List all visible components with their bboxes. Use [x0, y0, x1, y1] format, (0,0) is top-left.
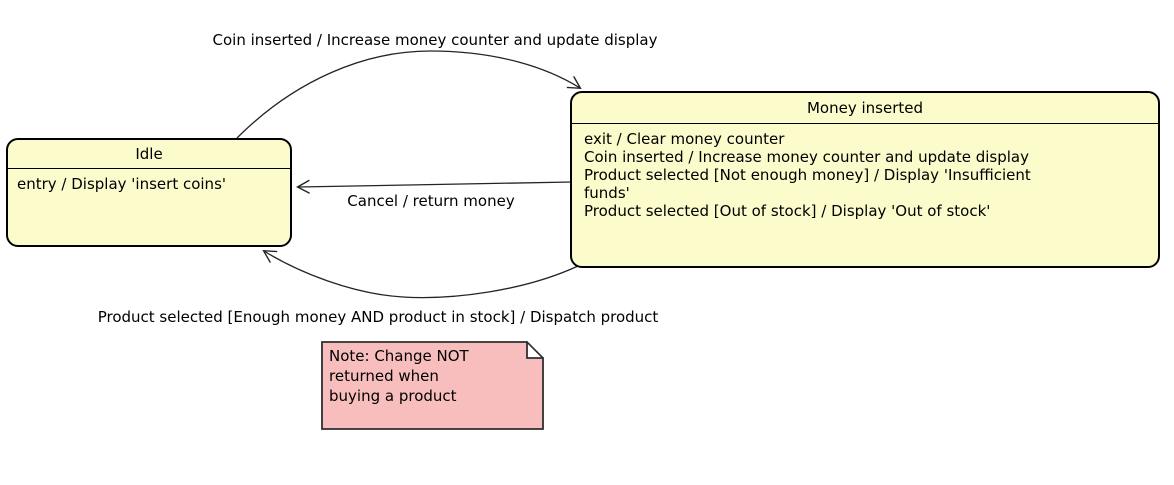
note-dogear-icon [526, 341, 544, 359]
note-line: Note: Change NOT [329, 347, 469, 365]
transition-arrow-dispatch [262, 249, 579, 299]
transition-label-cancel: Cancel / return money [347, 192, 515, 210]
state-idle-title: Idle [8, 140, 290, 169]
transition-label-coin-inserted: Coin inserted / Increase money counter a… [212, 31, 658, 49]
state-action-line: Product selected [Not enough money] / Di… [584, 166, 1031, 184]
state-action-line: Product selected [Out of stock] / Displa… [584, 202, 991, 220]
state-action-line: entry / Display 'insert coins' [17, 175, 227, 193]
state-money-inserted-body: exit / Clear money counter Coin inserted… [572, 124, 1158, 220]
state-idle-body: entry / Display 'insert coins' [8, 169, 290, 193]
state-action-line: exit / Clear money counter [584, 130, 785, 148]
state-money-inserted-title: Money inserted [572, 93, 1158, 124]
transition-label-dispatch: Product selected [Enough money AND produ… [97, 308, 659, 326]
transition-arrow-coin-inserted [236, 50, 582, 139]
note-line: buying a product [329, 387, 457, 405]
state-money-inserted: Money inserted exit / Clear money counte… [570, 91, 1160, 268]
note-line: returned when [329, 367, 439, 385]
state-action-line: Coin inserted / Increase money counter a… [584, 148, 1029, 166]
state-idle: Idle entry / Display 'insert coins' [6, 138, 292, 247]
state-action-line: funds' [584, 184, 630, 202]
transition-arrow-cancel [296, 179, 573, 194]
note: Note: Change NOT returned when buying a … [329, 346, 469, 406]
